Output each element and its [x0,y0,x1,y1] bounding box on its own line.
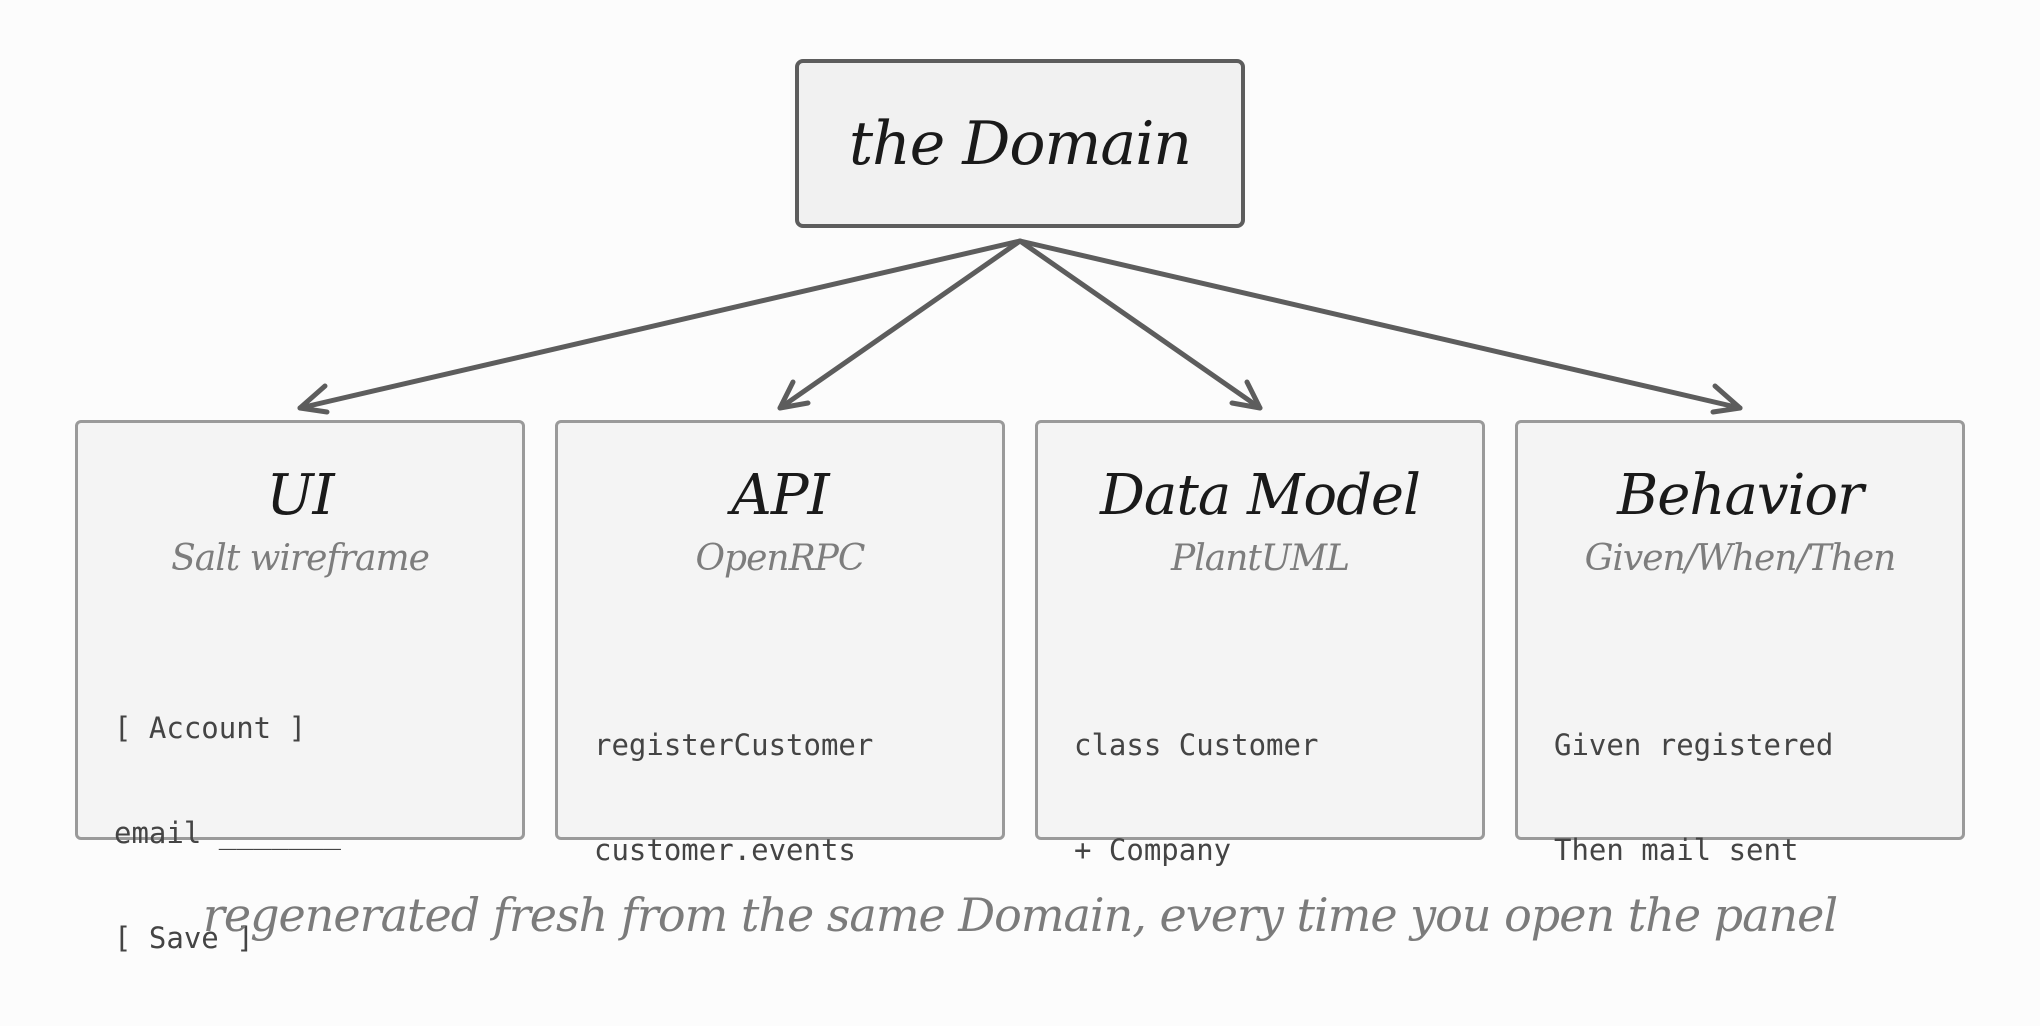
card-subtitle: Salt wireframe [171,538,430,579]
diagram-caption: regenerated fresh from the same Domain, … [202,888,1838,942]
code-line: [ Account ] [114,711,307,745]
card-code: [ Account ] email _______ [ Save ] [114,641,512,1026]
card-title: UI [266,463,334,528]
card-code: class Customer + Company [1074,658,1472,938]
card-subtitle: PlantUML [1171,538,1350,579]
card-code: Given registered Then mail sent [1554,658,1952,938]
domain-node: the Domain [795,59,1245,228]
diagram-canvas: the Domain UI Salt wireframe [ Account ]… [75,59,1965,955]
card-title: Behavior [1617,463,1864,528]
card-subtitle: Given/When/Then [1584,538,1897,579]
code-line: email _______ [114,816,341,850]
card-api: API OpenRPC registerCustomer customer.ev… [555,420,1005,867]
code-line: customer.events [594,833,856,867]
card-ui: UI Salt wireframe [ Account ] email ____… [75,420,525,955]
code-line: [ Save ] [114,921,254,955]
card-title: Data Model [1100,463,1421,528]
code-line: registerCustomer [594,728,874,762]
arrow-to-ui [297,238,1023,415]
arrow-to-data-model [1017,238,1263,411]
code-line: + Company [1074,833,1232,867]
connector-arrows [297,238,1743,415]
card-code: registerCustomer customer.events [594,658,992,938]
domain-title: the Domain [848,108,1192,179]
code-line: Then mail sent [1554,833,1799,867]
arrow-to-api [777,238,1023,411]
code-line: class Customer [1074,728,1319,762]
arrow-to-behavior [1017,238,1743,415]
card-title: API [731,463,829,528]
code-line: Given registered [1554,728,1834,762]
card-behavior: Behavior Given/When/Then Given registere… [1515,420,1965,867]
card-data-model: Data Model PlantUML class Customer + Com… [1035,420,1485,867]
card-subtitle: OpenRPC [695,538,866,579]
